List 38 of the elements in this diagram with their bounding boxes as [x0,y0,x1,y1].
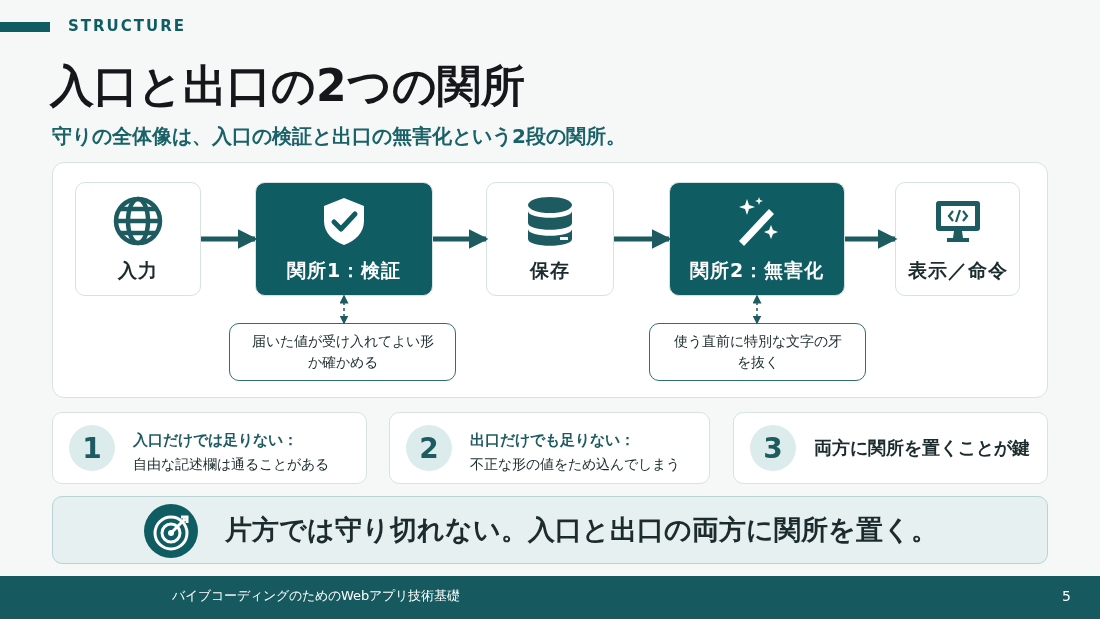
checkpoint-box [255,182,433,296]
process-box [895,182,1020,296]
card-text: 自由な記述欄は通ることがある [133,455,329,474]
step-label: 表示／命令 [907,258,1008,283]
section-label: STRUCTURE [68,17,186,35]
number-badge: 3 [750,425,796,471]
card-heading: 入口だけでは足りない： [133,430,298,451]
point-card [52,412,367,484]
slide-title: 入口と出口の2つの関所 [50,59,525,113]
connector-line [339,294,349,325]
arrow [201,229,258,249]
number-badge: 1 [69,425,115,471]
footer-text: バイブコーディングのためのWebアプリ技術基礎 [172,587,461,605]
conclusion-text: 片方では守り切れない。入口と出口の両方に関所を置く。 [225,513,938,547]
connector-line [752,294,762,325]
checkpoint-box [669,182,845,296]
note-box [229,323,456,381]
step-label: 保存 [530,258,570,283]
card-heading: 出口だけでも足りない： [470,430,635,451]
arrow [433,229,489,249]
note-text: 使う直前に特別な文字の牙を抜く [672,332,843,372]
note-box [649,323,866,381]
arrow [614,229,672,249]
step-label: 入力 [118,258,158,283]
step-label: 関所1：検証 [286,258,402,283]
step-label: 関所2：無害化 [689,258,825,283]
subtitle: 守りの全体像は、入口の検証と出口の無害化という2段の関所。 [52,123,626,150]
process-box [75,182,201,296]
number-badge: 2 [406,425,452,471]
note-text: 届いた値が受け入れてよい形か確かめる [250,332,435,372]
process-box [486,182,614,296]
conclusion-banner [52,496,1048,564]
card-text: 不正な形の値をため込んでしまう [470,455,680,474]
card-heading: 両方に関所を置くことが鍵 [814,437,1030,459]
point-card [733,412,1048,484]
point-card [389,412,710,484]
arrow [845,229,898,249]
page-number: 5 [1062,587,1071,606]
